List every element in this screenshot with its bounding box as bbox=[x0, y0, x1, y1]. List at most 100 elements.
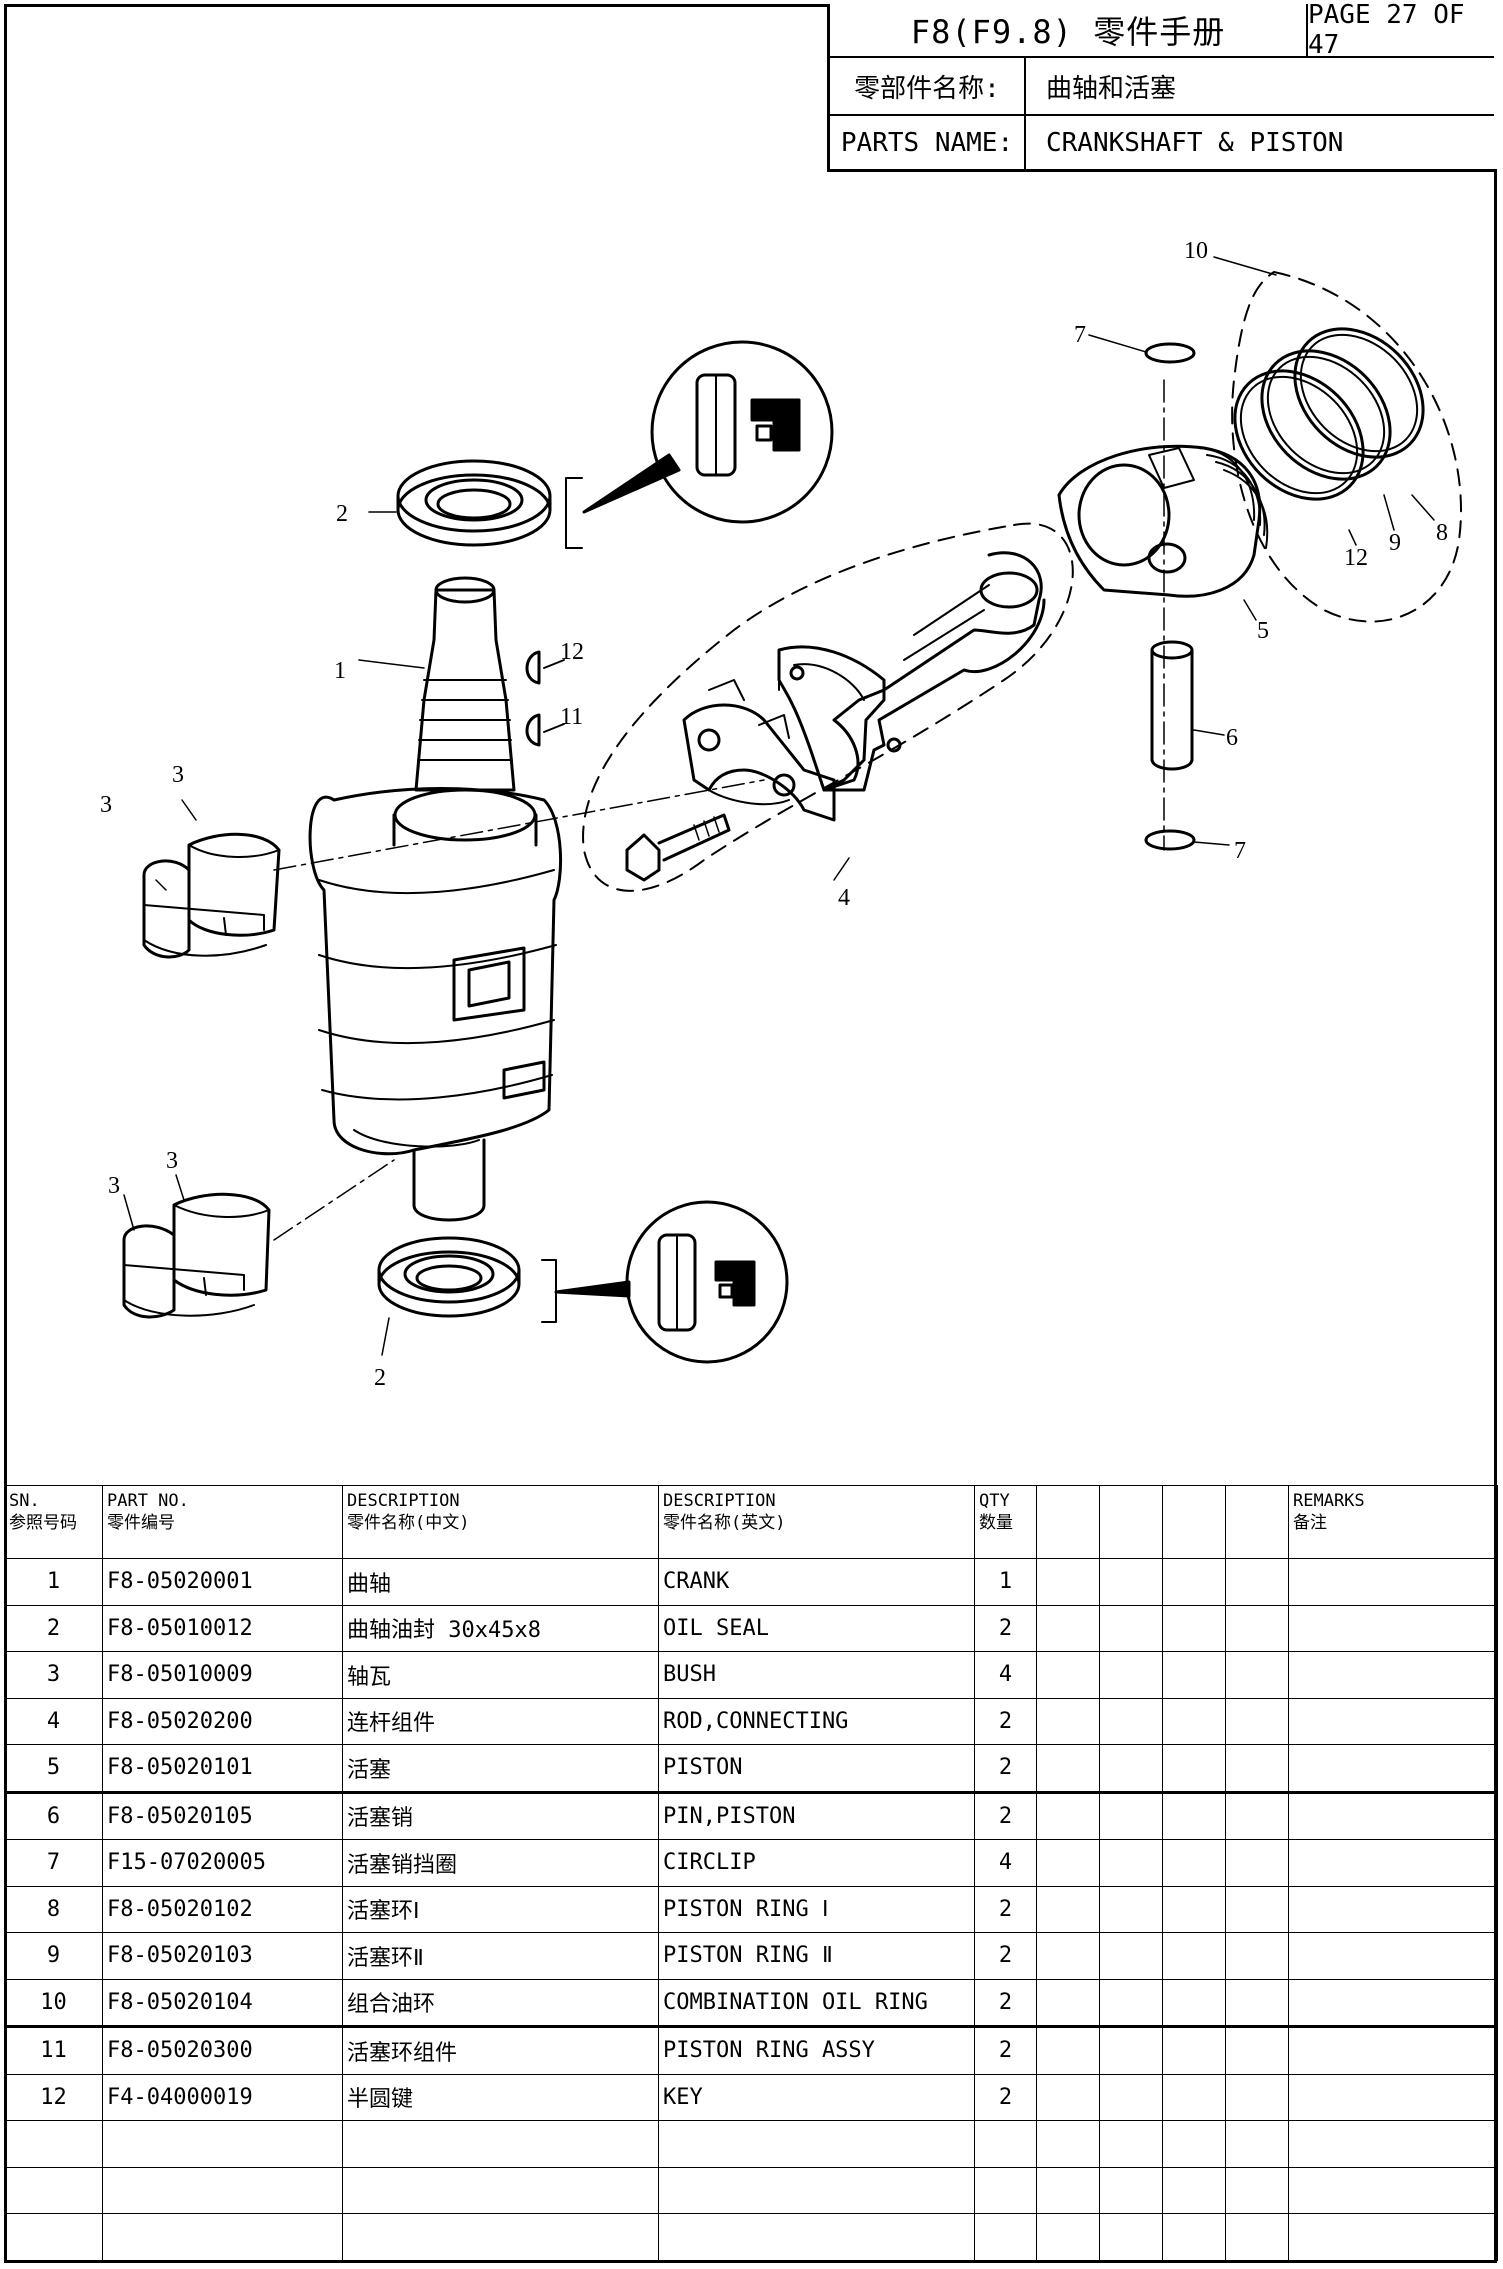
blank-cell bbox=[1099, 1651, 1163, 1699]
callout-7-top: 7 bbox=[1074, 322, 1086, 348]
blank-cell bbox=[1225, 1790, 1289, 1840]
piston bbox=[1057, 444, 1269, 598]
qty-cell bbox=[974, 2166, 1037, 2214]
desc-cn-cell: 活塞环Ⅰ bbox=[342, 1885, 659, 1933]
seal-bracket-upper bbox=[565, 477, 583, 549]
remarks-cell bbox=[1288, 1885, 1498, 1933]
parts-name-cn-value: 曲轴和活塞 bbox=[1026, 58, 1494, 116]
sn-cell: 6 bbox=[4, 1790, 103, 1840]
piston-ring-group-outline bbox=[1231, 271, 1462, 623]
sn-cell: 4 bbox=[4, 1697, 103, 1745]
desc-en-cell: CIRCLIP bbox=[658, 1839, 975, 1887]
blank-cell bbox=[1225, 1885, 1289, 1933]
col-header-blank bbox=[1225, 1485, 1289, 1559]
seal-bracket-lower bbox=[541, 1259, 557, 1323]
blank-cell bbox=[1162, 1651, 1226, 1699]
blank-cell bbox=[1099, 2073, 1163, 2121]
blank-cell bbox=[1162, 2025, 1226, 2075]
desc-cn-cell: 活塞环组件 bbox=[342, 2025, 659, 2075]
blank-cell bbox=[1036, 2120, 1100, 2168]
blank-cell bbox=[1225, 1651, 1289, 1699]
callout-5: 5 bbox=[1257, 618, 1269, 644]
oil-seal-lower bbox=[377, 1236, 521, 1318]
qty-cell bbox=[974, 2213, 1037, 2261]
page-indicator: PAGE 27 OF 47 bbox=[1308, 0, 1494, 60]
blank-cell bbox=[1162, 2166, 1226, 2214]
detail-pointer-upper bbox=[582, 453, 681, 514]
blank-cell bbox=[1036, 1839, 1100, 1887]
desc-cn-cell: 组合油环 bbox=[342, 1978, 659, 2027]
blank-cell bbox=[1036, 1790, 1100, 1840]
desc-cn-cell: 活塞环Ⅱ bbox=[342, 1932, 659, 1980]
desc-cn-cell: 轴瓦 bbox=[342, 1651, 659, 1699]
callout-2-bottom: 2 bbox=[374, 1365, 386, 1391]
page-frame bbox=[4, 4, 1497, 2263]
rod-cap bbox=[682, 679, 836, 822]
blank-cell bbox=[1162, 2213, 1226, 2261]
qty-cell: 2 bbox=[974, 1885, 1037, 1933]
desc-en-cell: PISTON RING Ⅱ bbox=[658, 1932, 975, 1980]
connecting-rod-group-outline bbox=[582, 522, 1074, 892]
part-no-cell: F8-05010012 bbox=[102, 1604, 343, 1652]
rod-bolt bbox=[625, 813, 731, 882]
desc-cn-cell bbox=[342, 2213, 659, 2261]
remarks-cell bbox=[1288, 1697, 1498, 1745]
desc-en-cell: PISTON RING Ⅰ bbox=[658, 1885, 975, 1933]
bush-lower-pair bbox=[122, 1192, 271, 1319]
desc-cn-cell: 半圆键 bbox=[342, 2073, 659, 2121]
sn-cell: 9 bbox=[4, 1932, 103, 1980]
remarks-cell bbox=[1288, 2073, 1498, 2121]
desc-en-cell bbox=[658, 2166, 975, 2214]
blank-cell bbox=[1162, 1604, 1226, 1652]
desc-en-cell bbox=[658, 2120, 975, 2168]
sn-cell: 7 bbox=[4, 1839, 103, 1887]
blank-cell bbox=[1036, 1558, 1100, 1606]
sn-cell: 2 bbox=[4, 1604, 103, 1652]
desc-en-cell: BUSH bbox=[658, 1651, 975, 1699]
sn-cell bbox=[4, 2166, 103, 2214]
qty-cell: 1 bbox=[974, 1558, 1037, 1606]
blank-cell bbox=[1036, 1651, 1100, 1699]
qty-cell: 2 bbox=[974, 1744, 1037, 1793]
sn-cell bbox=[4, 2213, 103, 2261]
blank-cell bbox=[1162, 2073, 1226, 2121]
table-row bbox=[4, 2166, 1498, 2214]
leader-lines bbox=[123, 256, 1435, 1356]
blank-cell bbox=[1099, 1744, 1163, 1793]
title-block: F8(F9.8) 零件手册 PAGE 27 OF 47 零部件名称: 曲轴和活塞… bbox=[827, 0, 1497, 172]
blank-cell bbox=[1162, 1744, 1226, 1793]
part-no-cell: F4-04000019 bbox=[102, 2073, 343, 2121]
sn-cell: 12 bbox=[4, 2073, 103, 2121]
blank-cell bbox=[1162, 1978, 1226, 2027]
blank-cell bbox=[1099, 1604, 1163, 1652]
blank-cell bbox=[1099, 1932, 1163, 1980]
callout-10: 12 bbox=[1344, 545, 1368, 571]
woodruff-key-lower bbox=[525, 713, 541, 747]
qty-cell: 2 bbox=[974, 1932, 1037, 1980]
sn-cell: 3 bbox=[4, 1651, 103, 1699]
oil-seal-upper bbox=[396, 459, 552, 547]
callout-7-bottom: 7 bbox=[1234, 838, 1246, 864]
blank-cell bbox=[1225, 1697, 1289, 1745]
blank-cell bbox=[1162, 1932, 1226, 1980]
blank-cell bbox=[1225, 1604, 1289, 1652]
blank-cell bbox=[1036, 2025, 1100, 2075]
blank-cell bbox=[1036, 2213, 1100, 2261]
detail-view-upper bbox=[650, 340, 834, 524]
part-no-cell bbox=[102, 2213, 343, 2261]
part-no-cell bbox=[102, 2120, 343, 2168]
detail-view-lower bbox=[625, 1200, 789, 1364]
remarks-cell bbox=[1288, 2025, 1498, 2075]
blank-cell bbox=[1162, 1885, 1226, 1933]
desc-cn-cell: 曲轴油封 30x45x8 bbox=[342, 1604, 659, 1652]
qty-cell: 2 bbox=[974, 1790, 1037, 1840]
remarks-cell bbox=[1288, 2166, 1498, 2214]
blank-cell bbox=[1225, 1744, 1289, 1793]
blank-cell bbox=[1162, 2120, 1226, 2168]
